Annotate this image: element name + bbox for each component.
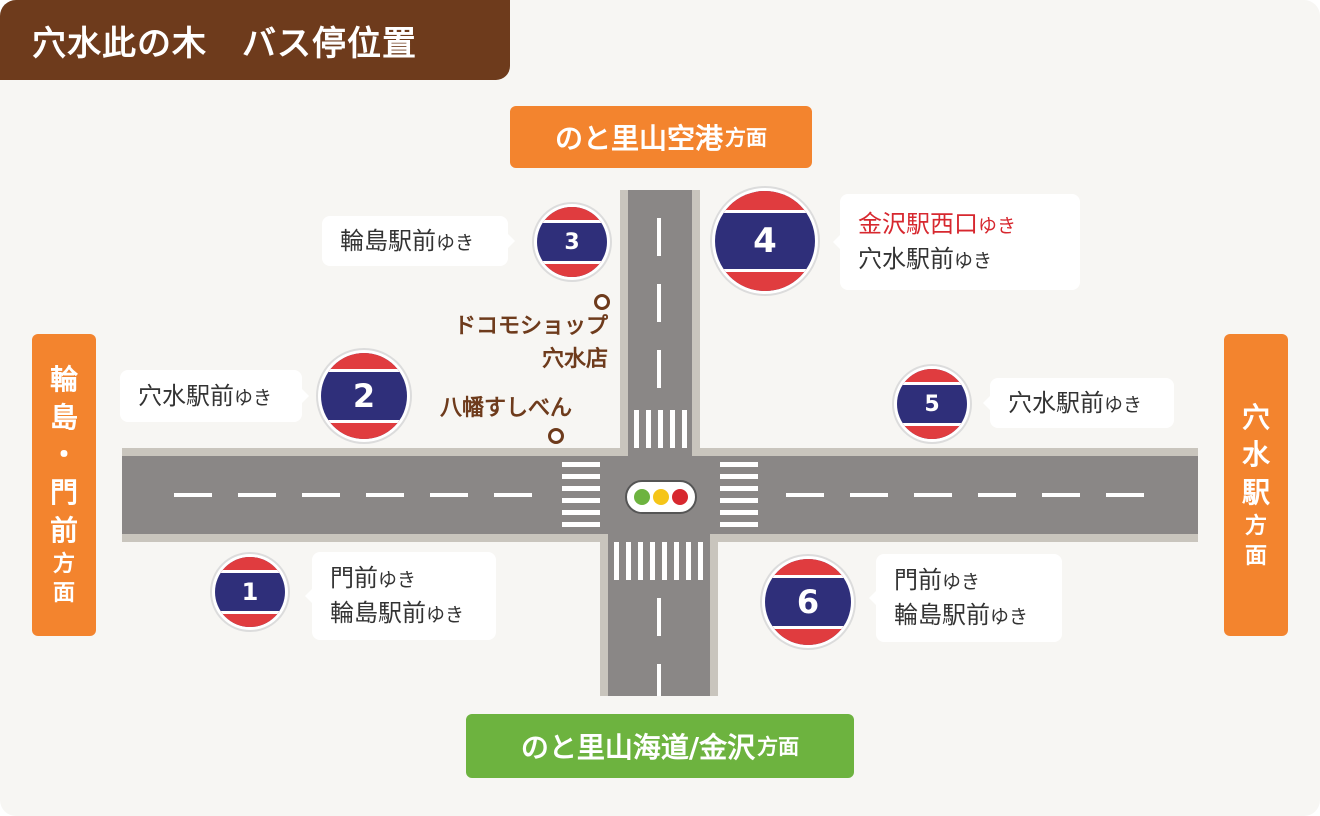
- destination-line: 門前ゆき: [330, 564, 417, 593]
- lane-markings-west: [174, 493, 532, 497]
- bus-stop-1-icon[interactable]: 1: [212, 554, 288, 630]
- traffic-light-red-lamp: [672, 489, 688, 505]
- lane-markings-north: [657, 218, 661, 388]
- docomo-shop-marker-icon: [594, 294, 610, 310]
- stop-2-destinations: 穴水駅前ゆき: [120, 370, 309, 422]
- crosswalk-north: [634, 410, 687, 448]
- lane-markings-east: [786, 493, 1144, 497]
- stop-3-destinations: 輪島駅前ゆき: [322, 216, 515, 266]
- bus-stop-4-icon[interactable]: 4: [712, 188, 818, 294]
- hachiman-marker-icon: [548, 428, 564, 444]
- bus-stop-5-icon[interactable]: 5: [894, 366, 970, 442]
- crosswalk-east: [720, 462, 758, 527]
- stop-4-destinations: 金沢駅西口ゆき 穴水駅前ゆき: [833, 194, 1080, 290]
- crosswalk-west: [562, 462, 600, 527]
- traffic-light-green-lamp: [634, 489, 650, 505]
- destination-line: 輪島駅前ゆき: [340, 226, 475, 255]
- bus-stop-2-icon[interactable]: 2: [318, 350, 410, 442]
- direction-label-south: のと里山海道/金沢方面: [466, 714, 854, 778]
- landmark-docomo-shop: ドコモショップ 穴水店: [453, 314, 608, 372]
- destination-line-highlight: 金沢駅西口ゆき: [858, 210, 1017, 239]
- direction-label-east: 穴 水 駅 方 面: [1224, 334, 1288, 636]
- crosswalk-south: [614, 542, 703, 580]
- bus-stop-3-icon[interactable]: 3: [534, 204, 610, 280]
- destination-line: 穴水駅前ゆき: [138, 381, 273, 410]
- destination-line: 輪島駅前ゆき: [330, 599, 465, 627]
- stop-1-destinations: 門前ゆき 輪島駅前ゆき: [305, 552, 496, 640]
- direction-label-north: のと里山空港方面: [510, 106, 812, 168]
- destination-line: 穴水駅前ゆき: [858, 245, 993, 273]
- destination-line: 門前ゆき: [894, 566, 981, 595]
- destination-line: 穴水駅前ゆき: [1008, 388, 1143, 417]
- bus-stop-6-icon[interactable]: 6: [762, 556, 854, 648]
- traffic-light-yellow-lamp: [653, 489, 669, 505]
- destination-line: 輪島駅前ゆき: [894, 601, 1029, 629]
- stop-6-destinations: 門前ゆき 輪島駅前ゆき: [869, 554, 1062, 642]
- traffic-light-icon: [625, 480, 697, 514]
- landmark-hachiman-sushiben: 八幡すしべん: [439, 396, 572, 421]
- direction-label-west: 輪 島 ・ 門 前 方 面: [32, 334, 96, 636]
- lane-markings-south: [657, 598, 661, 696]
- stop-5-destinations: 穴水駅前ゆき: [983, 378, 1174, 428]
- page-title: 穴水此の木 バス停位置: [0, 0, 510, 80]
